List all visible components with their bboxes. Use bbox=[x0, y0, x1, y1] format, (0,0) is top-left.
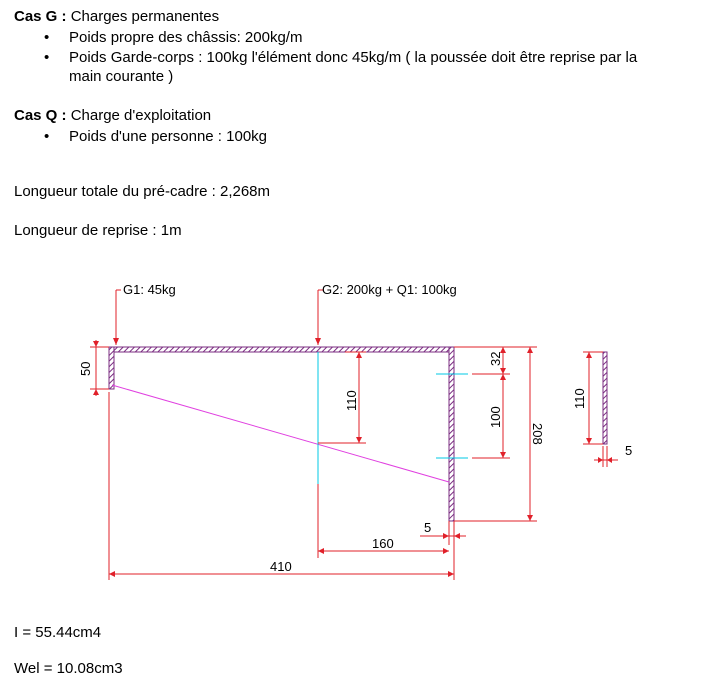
axis-lines bbox=[317, 352, 468, 484]
bullet-icon: • bbox=[44, 128, 50, 145]
wel-result: Wel = 10.08cm3 bbox=[14, 660, 123, 677]
load-g2-arrow bbox=[315, 289, 324, 345]
dimension-lines bbox=[90, 340, 537, 580]
dim-50: 50 bbox=[78, 362, 93, 376]
load-g1-label: G1: 45kg bbox=[123, 282, 176, 297]
bullet-icon: • bbox=[44, 29, 50, 46]
longueur-reprise: Longueur de reprise : 1m bbox=[14, 222, 182, 239]
case-g-item-2: Poids Garde-corps : 100kg l'élément donc… bbox=[69, 49, 638, 66]
load-g1-arrow bbox=[113, 289, 121, 345]
dim-5-right: 5 bbox=[424, 520, 431, 535]
case-q-line: Cas Q : Charge d'exploitation bbox=[14, 107, 211, 125]
case-q-label: Cas Q : bbox=[14, 107, 67, 124]
frame-profile bbox=[108, 346, 455, 522]
dim-208: 208 bbox=[530, 423, 545, 445]
case-g-label: Cas G : bbox=[14, 8, 67, 25]
case-g-item-2-cont: main courante ) bbox=[69, 68, 174, 85]
case-g-line: Cas G : Charges permanentes bbox=[14, 8, 219, 26]
inertia-result: I = 55.44cm4 bbox=[14, 624, 102, 641]
bullet-icon: • bbox=[44, 49, 50, 66]
diagonal-brace bbox=[111, 384, 450, 483]
dim-110-side: 110 bbox=[572, 388, 587, 409]
case-q-item-1: Poids d'une personne : 100kg bbox=[69, 128, 268, 145]
dimension-ticks bbox=[93, 341, 533, 577]
dim-32: 32 bbox=[488, 352, 503, 366]
case-g-item-1: Poids propre des châssis: 200kg/m bbox=[69, 29, 303, 46]
dim-410: 410 bbox=[270, 559, 292, 574]
dim-160: 160 bbox=[372, 536, 394, 551]
dim-110-mid: 110 bbox=[344, 390, 359, 411]
load-g2-label: G2: 200kg + Q1: 100kg bbox=[322, 282, 457, 297]
dim-100: 100 bbox=[488, 406, 503, 428]
case-g-title: Charges permanentes bbox=[70, 8, 220, 25]
longueur-totale: Longueur totale du pré-cadre : 2,268m bbox=[14, 183, 271, 200]
case-q-title: Charge d'exploitation bbox=[70, 107, 212, 124]
side-section bbox=[583, 351, 618, 467]
dim-5-side: 5 bbox=[625, 443, 632, 458]
